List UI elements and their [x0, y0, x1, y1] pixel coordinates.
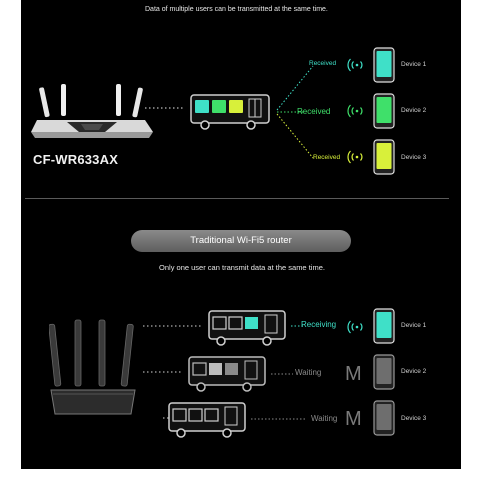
wifi5-title-pill: Traditional Wi-Fi5 router — [131, 230, 351, 252]
wifi5-device-3-status: Waiting — [311, 414, 338, 423]
wifi5-device-1-label: Device 1 — [401, 322, 427, 329]
phone-icon — [373, 47, 395, 83]
phone-icon — [373, 400, 395, 436]
wifi-signal-icon — [347, 58, 363, 72]
wifi5-device-2-label: Device 2 — [401, 368, 427, 375]
wifi6-device-1-status: Received — [309, 60, 337, 67]
wifi5-bus-3 — [168, 402, 246, 438]
router-link-dots — [145, 107, 183, 109]
waiting-signal-glyph: M — [345, 363, 362, 385]
wifi6-device-3-status: Received — [313, 154, 341, 161]
section-divider — [25, 198, 449, 199]
infographic-panel: Data of multiple users can be transmitte… — [21, 0, 461, 469]
wifi5-caption: Only one user can transmit data at the s… — [159, 263, 325, 272]
wifi5-device-3-label: Device 3 — [401, 415, 427, 422]
wifi6-device-2-status: Received — [297, 107, 331, 116]
router-model-label: CF-WR633AX — [33, 152, 119, 167]
wifi5-bus-2 — [188, 356, 266, 392]
phone-icon — [373, 93, 395, 129]
wifi-signal-icon — [347, 320, 363, 334]
wifi5-bus-1 — [208, 310, 286, 346]
phone-icon — [373, 139, 395, 175]
wifi5-trail-dots — [271, 373, 293, 375]
waiting-signal-glyph: M — [345, 408, 362, 430]
phone-icon — [373, 354, 395, 390]
wifi5-device-1-status: Receiving — [301, 320, 337, 329]
wifi6-data-bus — [190, 94, 270, 130]
wifi6-router-image — [31, 84, 153, 138]
wifi-signal-icon — [347, 150, 363, 164]
wifi-signal-icon — [347, 104, 363, 118]
wifi6-fanout-lines — [276, 65, 314, 159]
top-caption: Data of multiple users can be transmitte… — [145, 6, 328, 13]
wifi6-device-1-label: Device 1 — [401, 61, 427, 68]
wifi5-router-image — [49, 319, 136, 415]
wifi6-device-3-label: Device 3 — [401, 154, 427, 161]
wifi5-trail-dots — [251, 418, 305, 420]
wifi6-device-2-label: Device 2 — [401, 107, 427, 114]
phone-icon — [373, 308, 395, 344]
wifi5-device-2-status: Waiting — [295, 368, 322, 377]
